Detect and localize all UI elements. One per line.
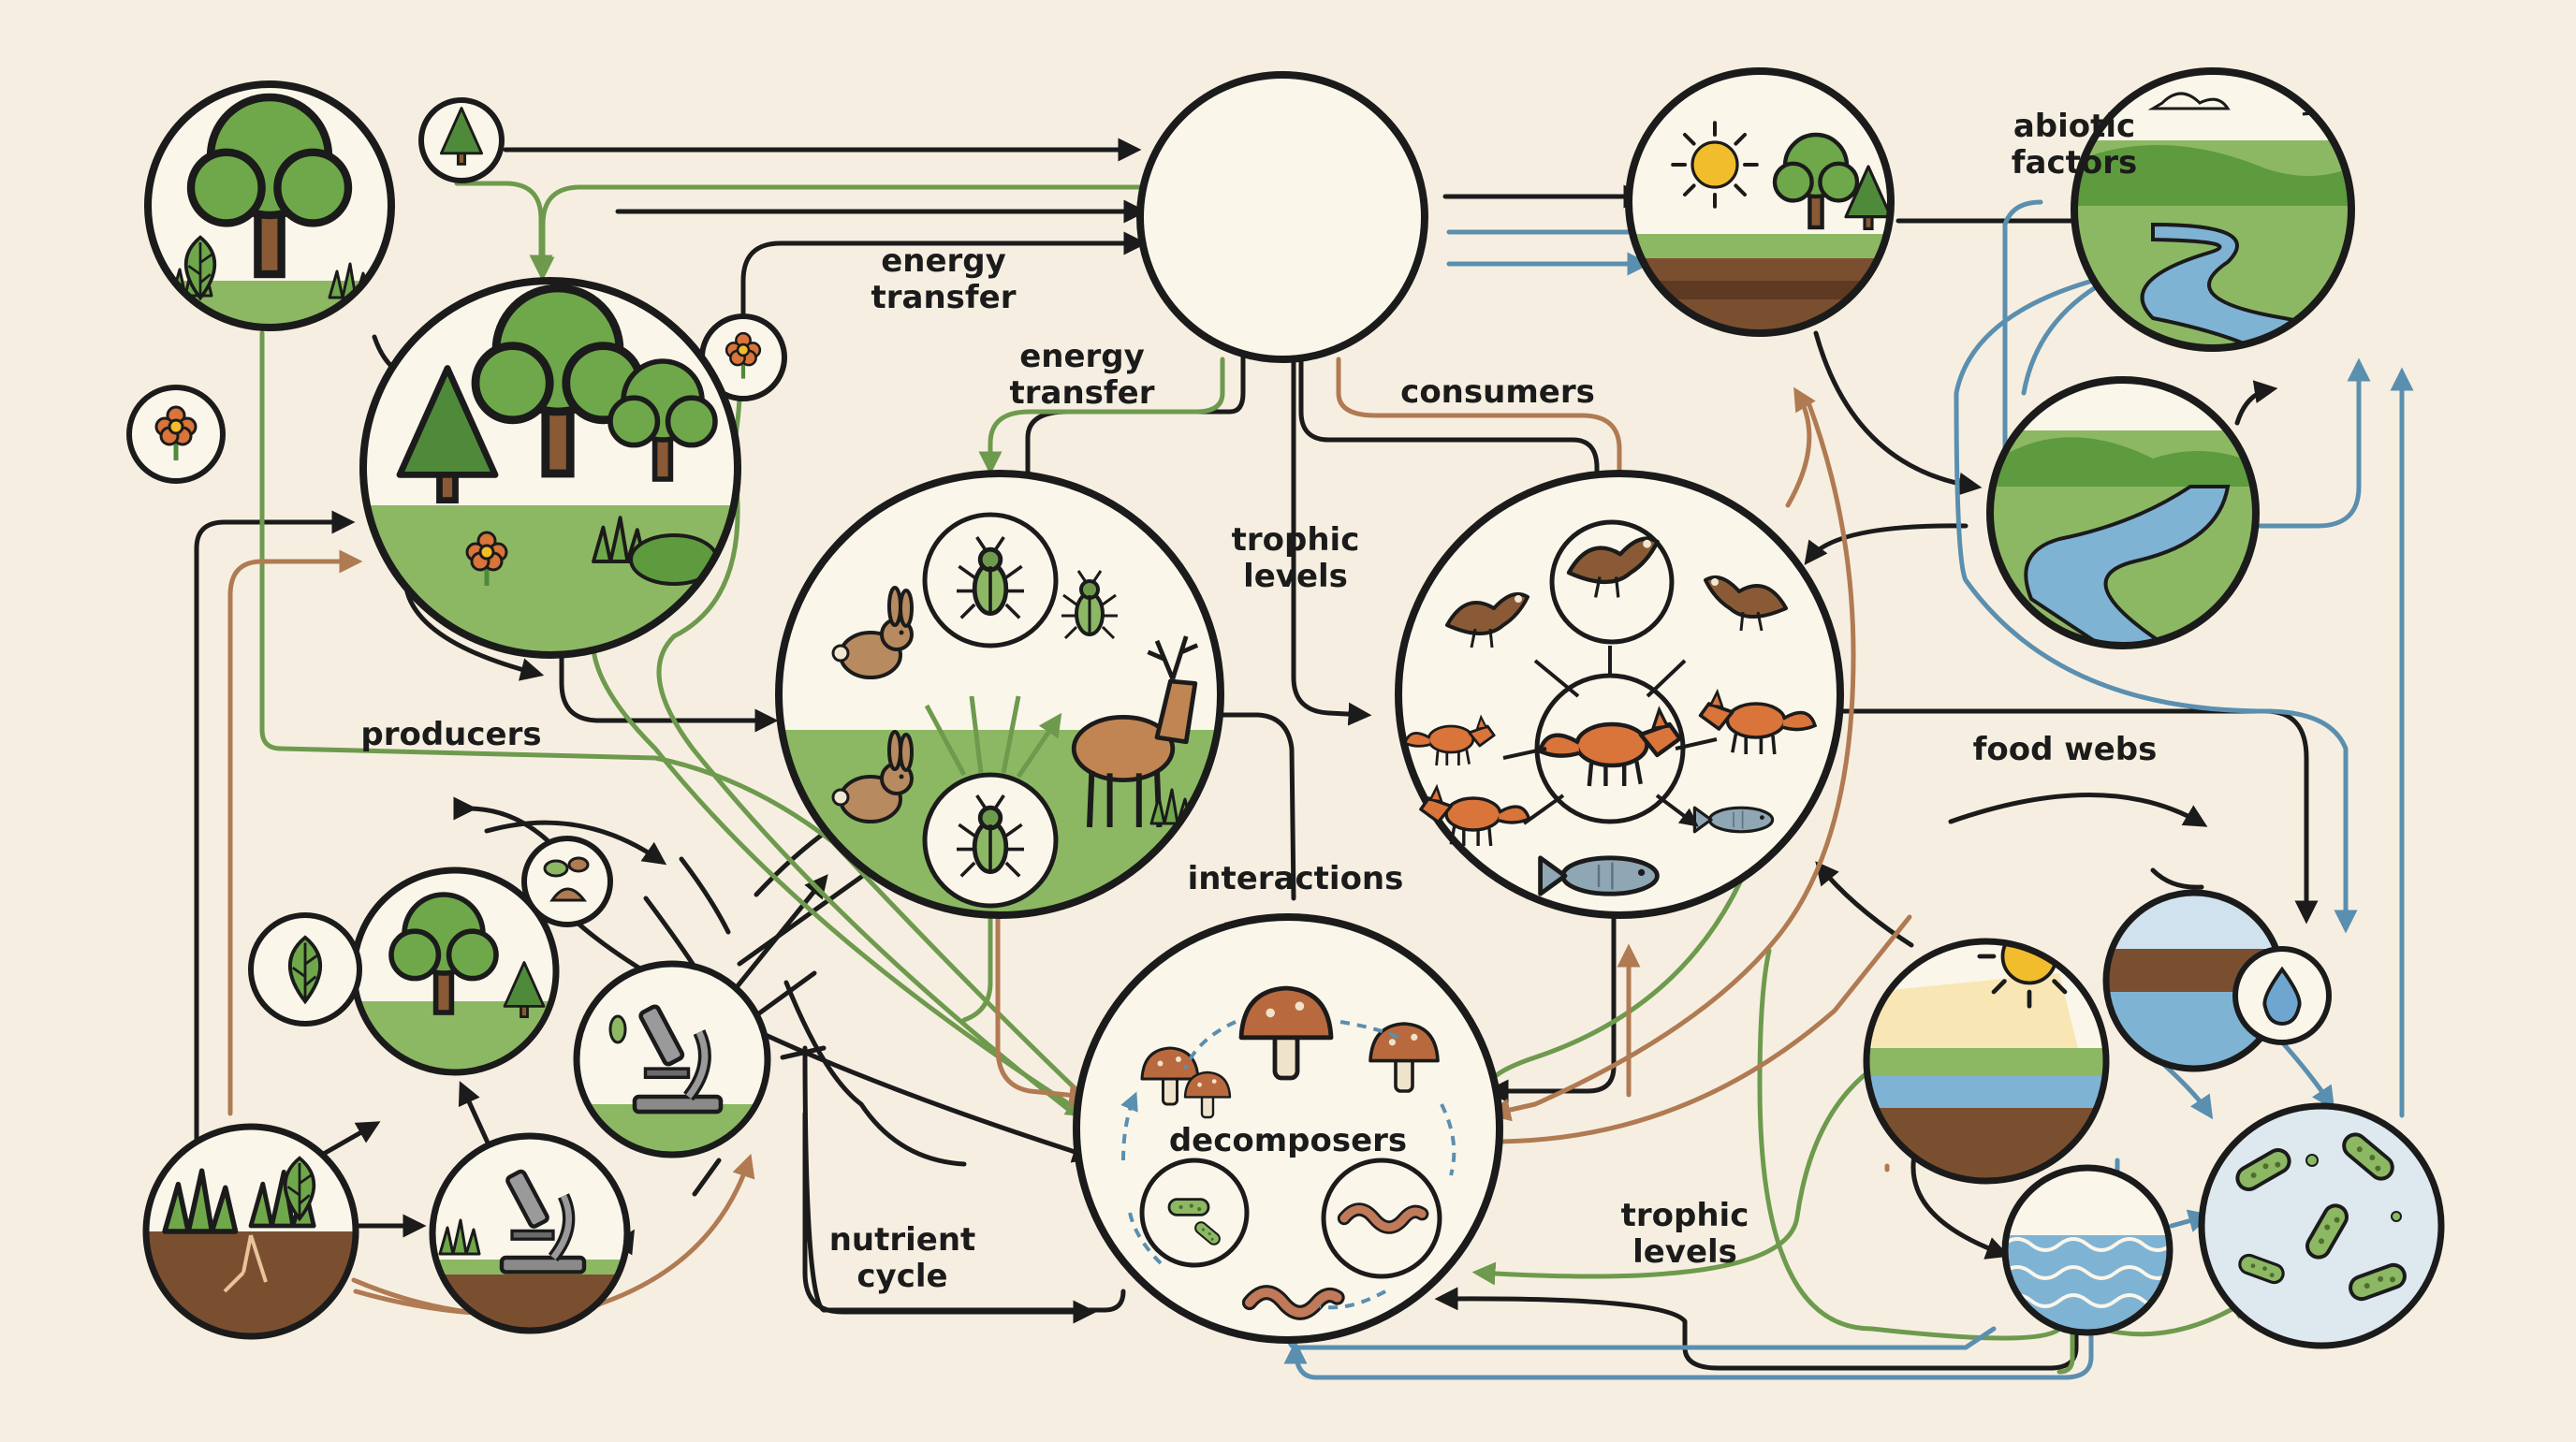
connector-arrow xyxy=(559,652,779,733)
connector-arrow xyxy=(2056,1274,2075,1375)
label-interactions: interactions xyxy=(1188,860,1404,897)
connector-arrow xyxy=(2098,1297,2253,1337)
node-sun-soil xyxy=(1863,938,2110,1185)
connector-arrow xyxy=(194,510,356,1154)
node-leaf xyxy=(248,912,362,1027)
connector-arrow xyxy=(1489,914,1912,1144)
connector-arrow xyxy=(2234,380,2278,426)
connector-arrow xyxy=(227,549,363,1116)
node-river-top xyxy=(2071,67,2355,352)
connector-arrow xyxy=(531,184,1188,281)
node-river-mid xyxy=(1986,376,2260,649)
node-pine xyxy=(418,97,505,183)
connector-arrow xyxy=(1298,353,1600,493)
node-herbivores xyxy=(775,470,1224,919)
connector-arrow xyxy=(1813,330,1983,496)
connector-arrow xyxy=(961,910,993,1023)
node-grass-roots xyxy=(142,1123,359,1340)
connector-arrow xyxy=(740,231,1148,317)
connector-arrow xyxy=(2257,357,2371,529)
connector-arrow xyxy=(1804,523,1969,566)
connector-arrow xyxy=(484,820,667,866)
connector-arrow xyxy=(2150,867,2204,890)
connector-arrow xyxy=(2002,199,2043,546)
connector-arrow xyxy=(2281,1041,2335,1111)
node-microscope-a xyxy=(573,960,771,1158)
node-flower-left xyxy=(126,385,226,484)
label-consumers: consumers xyxy=(1400,373,1595,411)
node-water-waves xyxy=(2001,1164,2174,1336)
node-forest xyxy=(359,277,741,659)
node-microscope-b xyxy=(429,1132,631,1334)
node-spores xyxy=(521,836,613,927)
connector-arrow xyxy=(995,910,1093,1107)
node-bacteria xyxy=(2198,1102,2445,1349)
node-center-empty xyxy=(1136,71,1428,363)
node-decomposers xyxy=(1073,913,1503,1344)
connector-arrow xyxy=(454,181,553,279)
label-decomposers: decomposers xyxy=(1169,1122,1407,1159)
connector-arrow xyxy=(1291,357,1372,726)
connector-arrow xyxy=(1486,400,1856,1122)
connector-arrow xyxy=(679,856,731,935)
connector-arrow xyxy=(1757,948,2062,1341)
connector-arrow xyxy=(802,1111,1097,1324)
connector-arrow xyxy=(1910,1148,2011,1260)
connector-arrow xyxy=(978,357,1225,475)
connector-arrow xyxy=(1214,712,1296,901)
connector-arrow xyxy=(783,980,967,1167)
connector-arrow xyxy=(643,896,695,967)
connector-arrow xyxy=(1948,793,2208,827)
connector-arrow xyxy=(1336,357,1632,494)
node-sun-landscape xyxy=(1625,67,1895,337)
node-tree xyxy=(144,80,395,331)
node-water-drop xyxy=(2232,946,2332,1045)
label-food-webs: food webs xyxy=(1973,731,2158,768)
connector-arrow xyxy=(1815,861,1914,948)
connector-arrow xyxy=(692,1158,722,1197)
connector-arrow xyxy=(1283,1330,2094,1380)
node-carnivores xyxy=(1395,470,1844,919)
connector-arrow xyxy=(1785,386,1816,508)
connector-arrow xyxy=(1954,265,2358,934)
nodes-layer xyxy=(126,67,2445,1349)
connector-arrow xyxy=(458,1081,495,1156)
connector-arrow xyxy=(656,474,1089,1126)
label-producers: producers xyxy=(360,716,541,753)
connector-arrow xyxy=(1434,1287,2079,1371)
